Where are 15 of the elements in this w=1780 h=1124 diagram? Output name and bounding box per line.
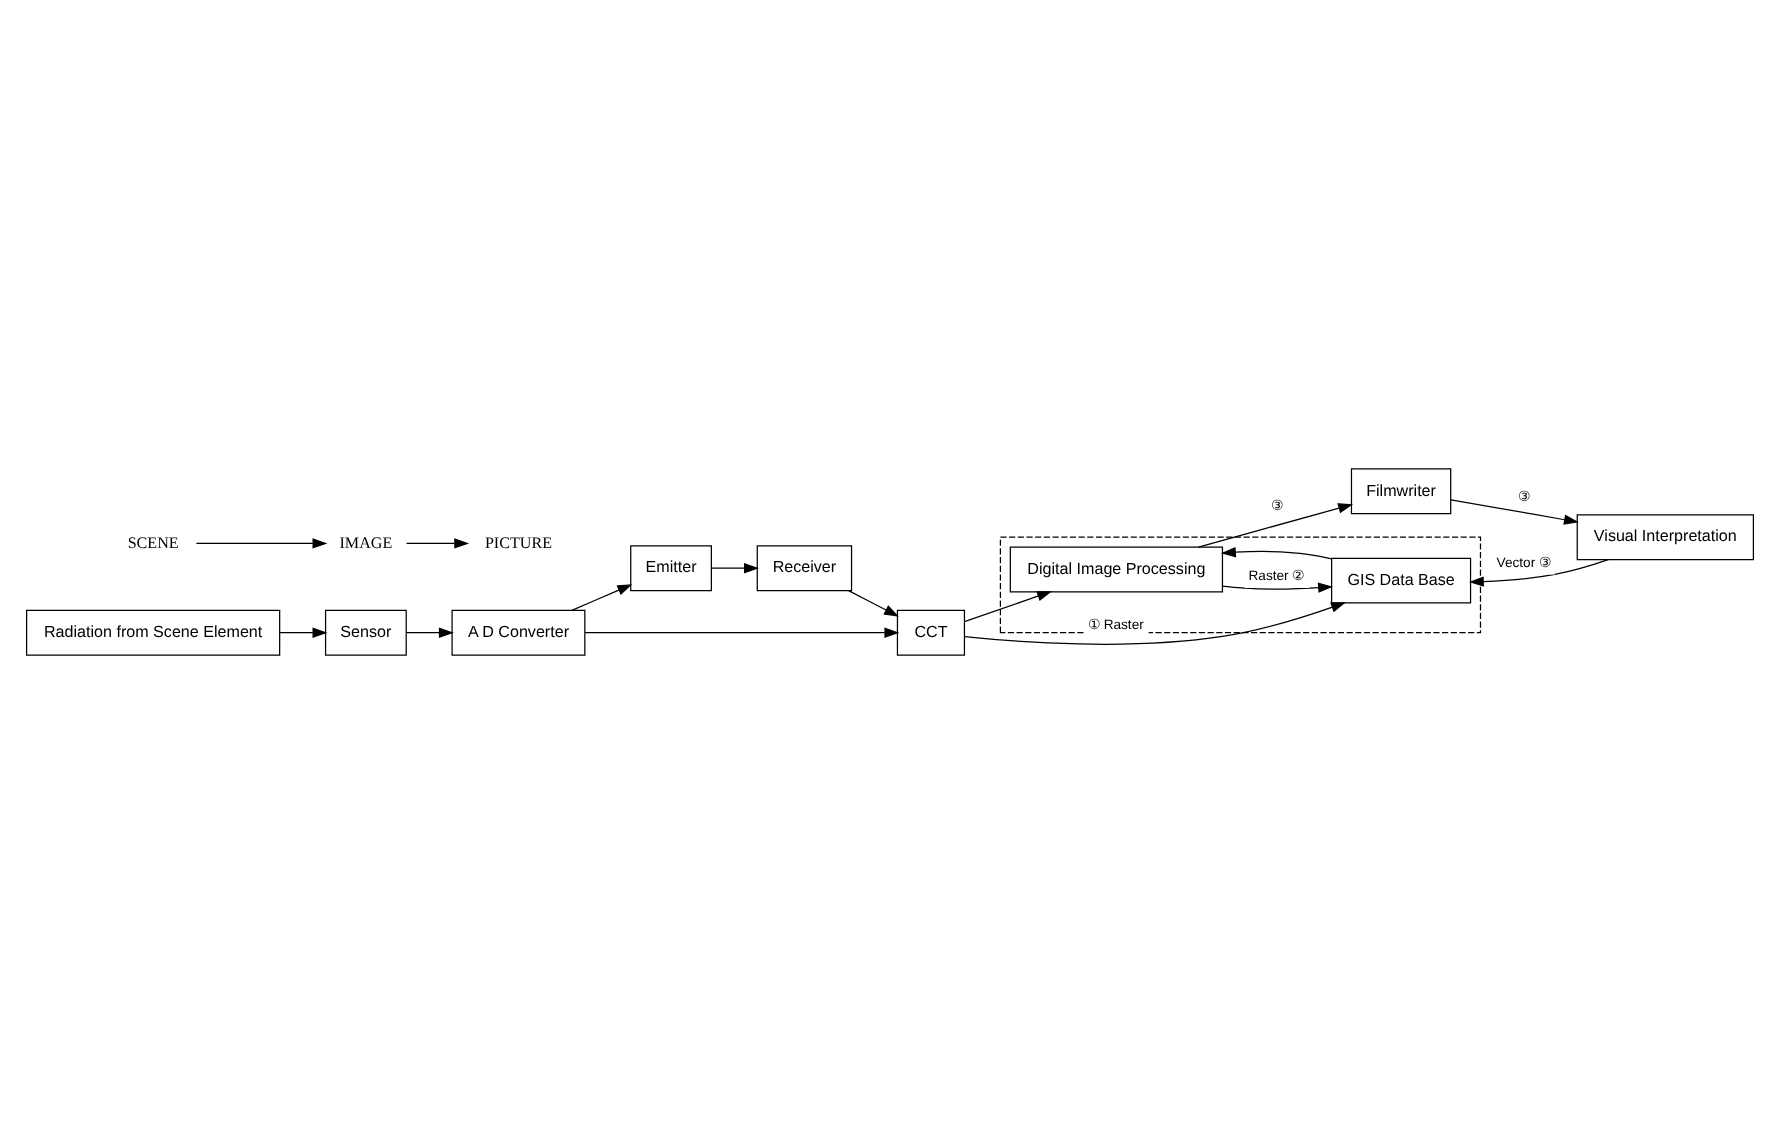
arrow: [1468, 559, 1609, 587]
arrow: [964, 602, 1346, 645]
arrow: [571, 584, 633, 611]
arrow: [1197, 503, 1354, 548]
arrow: [405, 538, 470, 549]
arrow: [1450, 499, 1579, 525]
arrow: [1220, 547, 1333, 560]
arrow: [710, 563, 759, 574]
arrow: [848, 589, 899, 617]
arrow: [195, 538, 328, 549]
arrow: [963, 591, 1052, 623]
arrow: [584, 627, 900, 638]
arrow: [279, 627, 328, 638]
arrow: [1222, 582, 1334, 593]
arrow: [405, 627, 454, 638]
